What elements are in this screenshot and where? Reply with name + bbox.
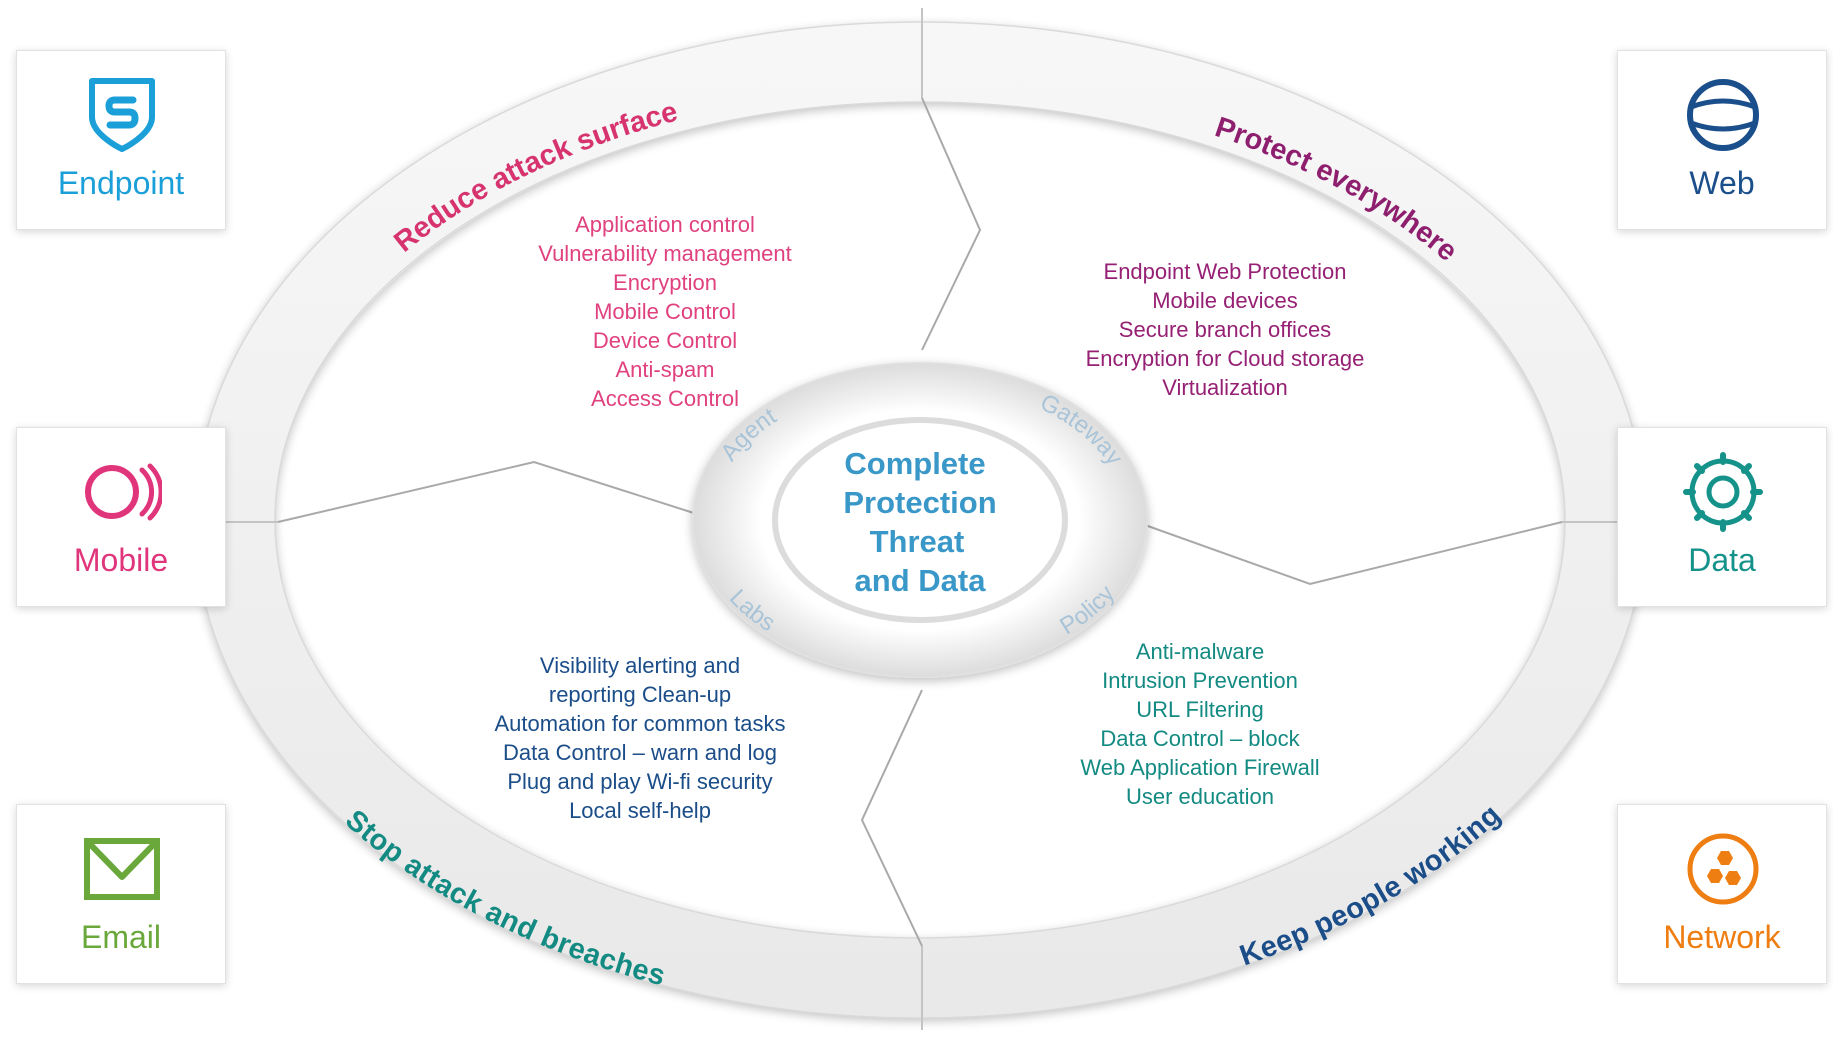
- shield-s-icon: [89, 78, 155, 152]
- list-item: Encryption: [613, 270, 717, 295]
- divider-line-right: [1144, 521, 1563, 586]
- center-line-3: Threat: [870, 524, 965, 559]
- list-item: Anti-spam: [615, 357, 715, 382]
- gear-icon: [1683, 452, 1763, 532]
- outer-ring: [195, 22, 1645, 1018]
- list-item: Device Control: [592, 328, 738, 353]
- endpoint-card: Endpoint: [16, 50, 226, 230]
- email-label: Email: [80, 919, 161, 955]
- globe-icon: [1687, 79, 1759, 151]
- list-item: Mobile devices: [1152, 288, 1298, 313]
- center-line-4: and Data: [855, 563, 987, 598]
- list-item: Data Control – warn and log: [503, 740, 777, 765]
- center-line-1: Complete: [844, 446, 985, 481]
- list-item: Web Application Firewall: [1080, 755, 1320, 780]
- list-item: Encryption for Cloud storage: [1085, 346, 1365, 371]
- envelope-icon: [84, 838, 160, 900]
- data-card: Data: [1617, 427, 1827, 607]
- list-item: Virtualization: [1162, 375, 1288, 400]
- mobile-label: Mobile: [73, 542, 169, 578]
- endpoint-label: Endpoint: [57, 165, 185, 201]
- reduce-feature-list: Application control Vulnerability manage…: [510, 210, 820, 413]
- list-item: Intrusion Prevention: [1102, 668, 1298, 693]
- data-label: Data: [1688, 542, 1756, 578]
- network-hexagon-icon: [1687, 833, 1759, 905]
- outer-ring-edge-inner: [274, 101, 1566, 939]
- network-card: Network: [1617, 804, 1827, 984]
- center-line-2: Protection: [843, 485, 996, 520]
- list-item: Automation for common tasks: [494, 711, 786, 736]
- list-item: Visibility alerting and: [539, 653, 741, 678]
- email-card: Email: [16, 804, 226, 984]
- web-card: Web: [1617, 50, 1827, 230]
- list-item: Access Control: [591, 386, 739, 411]
- list-item: Local self-help: [569, 798, 711, 823]
- list-item: Mobile Control: [594, 299, 736, 324]
- list-item: URL Filtering: [1136, 697, 1264, 722]
- keep-feature-list: Visibility alerting and reporting Clean-…: [470, 651, 810, 825]
- protect-feature-list: Endpoint Web Protection Mobile devices S…: [1055, 257, 1395, 402]
- mobile-waves-icon: [85, 463, 162, 521]
- divider-line-top: [921, 97, 982, 351]
- list-item: Application control: [575, 212, 755, 237]
- stop-feature-list: Anti-malware Intrusion Prevention URL Fi…: [1030, 637, 1370, 811]
- list-item: Vulnerability management: [538, 241, 792, 266]
- divider-line-left: [277, 460, 701, 523]
- list-item: reporting Clean-up: [548, 682, 732, 707]
- web-label: Web: [1689, 165, 1755, 201]
- list-item: Plug and play Wi-fi security: [507, 769, 773, 794]
- list-item: Anti-malware: [1135, 639, 1265, 664]
- list-item: Data Control – block: [1100, 726, 1300, 751]
- center-disc: [772, 417, 1068, 623]
- list-item: Secure branch offices: [1118, 317, 1332, 342]
- list-item: User education: [1126, 784, 1274, 809]
- divider-line-bottom: [860, 689, 923, 947]
- mobile-card: Mobile: [16, 427, 226, 607]
- network-label: Network: [1663, 919, 1781, 955]
- list-item: Endpoint Web Protection: [1103, 259, 1347, 284]
